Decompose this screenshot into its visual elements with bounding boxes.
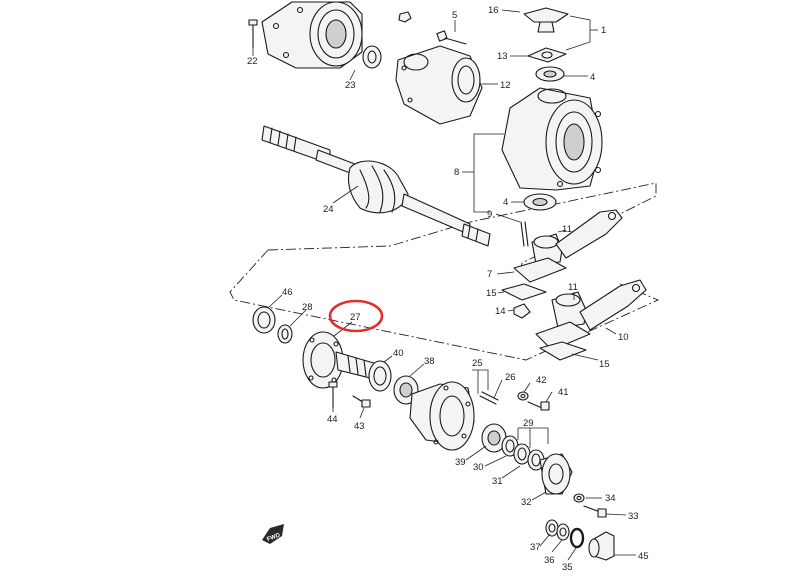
knuckle-arm-7: [513, 209, 623, 283]
shim-15-upper: [501, 283, 547, 301]
hub-housing: [261, 1, 363, 69]
shim-13: [527, 47, 567, 63]
washer-34: [573, 493, 585, 503]
knuckle-arm-10: [535, 279, 647, 351]
callout-5: 5: [452, 10, 457, 21]
drive-shaft-24: [261, 125, 491, 247]
callout-36: 36: [544, 555, 555, 566]
callout-26: 26: [505, 372, 516, 383]
callout-24: 24: [323, 204, 334, 215]
o-ring-35: [569, 527, 585, 549]
callout-41: 41: [558, 387, 569, 398]
bolt-44: [328, 381, 338, 409]
callout-44: 44: [327, 414, 338, 425]
ring-28: [277, 324, 293, 344]
seal-23: [362, 45, 382, 69]
ring-37: [545, 519, 559, 537]
ring-31: [513, 443, 531, 465]
callout-25: 25: [472, 358, 483, 369]
callout-11-lower: 11: [568, 282, 578, 293]
callout-13: 13: [497, 51, 508, 62]
callout-8: 8: [454, 167, 459, 178]
spindle-12: [395, 45, 483, 125]
hub-cap-45: [588, 531, 615, 561]
callout-14: 14: [495, 306, 506, 317]
forward-badge-text: FWD: [266, 532, 282, 543]
callout-7: 7: [487, 269, 492, 280]
callout-45: 45: [638, 551, 649, 562]
bolt-33: [583, 505, 607, 518]
callout-11-upper: 11: [562, 224, 572, 235]
callout-27: 27: [350, 312, 361, 323]
callout-35: 35: [562, 562, 573, 573]
callout-40: 40: [393, 348, 404, 359]
callout-31: 31: [492, 476, 503, 487]
bolt-43: [352, 395, 371, 408]
forward-direction-badge: FWD: [262, 524, 284, 544]
callout-29: 29: [523, 418, 534, 429]
shim-15-lower: [539, 341, 587, 361]
nut-top: [398, 11, 412, 23]
oil-seal-46: [252, 306, 276, 334]
assembly-outline-upper: [267, 182, 657, 273]
bearing-4-top: [535, 66, 565, 82]
bolt-22: [248, 19, 258, 49]
callout-4-top: 4: [590, 72, 595, 83]
knuckle-8: [501, 87, 603, 191]
callout-16: 16: [488, 5, 499, 16]
callout-39: 39: [455, 457, 466, 468]
callout-10: 10: [618, 332, 629, 343]
wheel-hub: [409, 381, 475, 451]
callout-43: 43: [354, 421, 365, 432]
drive-flange-32: [539, 453, 573, 495]
callout-1: 1: [601, 25, 606, 36]
stud-9: [520, 221, 529, 247]
callout-4-bottom: 4: [503, 197, 508, 208]
callout-labels: 16 1 13 4 5 12 22 23 8 4 9 24 11 7 15 14…: [247, 5, 649, 573]
callout-37: 37: [530, 542, 541, 553]
bearing-4-bottom: [523, 193, 557, 211]
callout-22: 22: [247, 56, 258, 67]
bearing-39: [481, 423, 507, 453]
callout-9: 9: [487, 209, 492, 220]
callout-32: 32: [521, 497, 532, 508]
callout-23: 23: [345, 80, 356, 91]
bolt-5: [436, 30, 467, 45]
callout-15-lower: 15: [599, 359, 610, 370]
callout-46: 46: [282, 287, 293, 298]
callout-15-upper: 15: [486, 288, 497, 299]
callout-30: 30: [473, 462, 484, 473]
callout-33: 33: [628, 511, 639, 522]
studs-25: [479, 391, 499, 405]
kingpin-cap-16: [523, 7, 569, 33]
bolt-41: [527, 401, 550, 411]
seal-40: [368, 360, 392, 392]
nut-14: [513, 303, 531, 319]
leader-lines: [252, 9, 636, 561]
callout-34: 34: [605, 493, 616, 504]
highlight-circle-27: [328, 299, 384, 333]
washer-42: [517, 391, 529, 401]
callout-42: 42: [536, 375, 547, 386]
callout-28: 28: [302, 302, 313, 313]
ring-36: [556, 523, 570, 541]
callout-12: 12: [500, 80, 511, 91]
callout-38: 38: [424, 356, 435, 367]
